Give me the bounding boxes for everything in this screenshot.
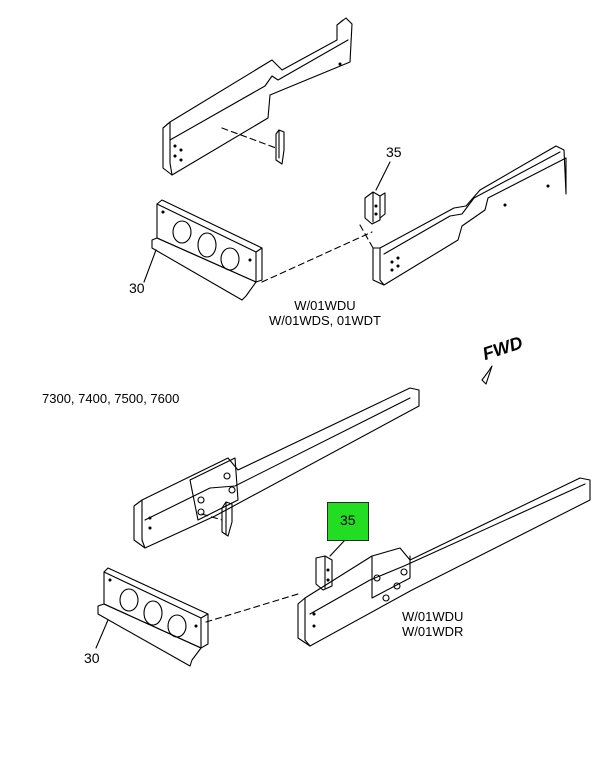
top-leader-dash-1 [221,127,277,149]
callout-35-bottom: 35 [340,512,356,528]
top-leader-dash-2 [359,224,374,249]
bottom-variant-line-2: W/01WDR [402,624,464,639]
highlight-box [327,502,369,541]
bottom-variant-line-1: W/01WDU [402,609,464,624]
bottom-leader-30 [95,619,109,649]
models-label: 7300, 7400, 7500, 7600 [42,391,180,406]
bottom-small-bracket [221,501,233,537]
callout-30-bottom: 30 [84,650,100,666]
top-variant-line-1: W/01WDU [294,298,356,313]
top-leader-30 [143,249,157,283]
callout-30-top: 30 [129,280,145,296]
bottom-upper-frame-rail [133,387,420,549]
bottom-leader-35 [329,539,346,557]
bottom-lower-frame-rail [297,477,591,647]
top-lower-frame-rail [372,145,567,286]
top-leader-35 [375,161,391,191]
top-bracket-35 [364,191,386,225]
bottom-leader-dash-1 [201,513,223,521]
bottom-leader-dash-2 [205,593,299,623]
top-variant-line-2: W/01WDS, 01WDT [269,313,381,328]
top-crossmember-30 [151,199,263,301]
bottom-bracket-35 [315,555,333,591]
fwd-arrow-icon [481,365,493,385]
bottom-crossmember-30 [97,567,209,667]
top-upper-frame-rail [162,17,353,176]
top-leader-dash-3 [261,231,373,283]
callout-35-top: 35 [386,144,402,160]
top-small-bracket [275,129,285,165]
